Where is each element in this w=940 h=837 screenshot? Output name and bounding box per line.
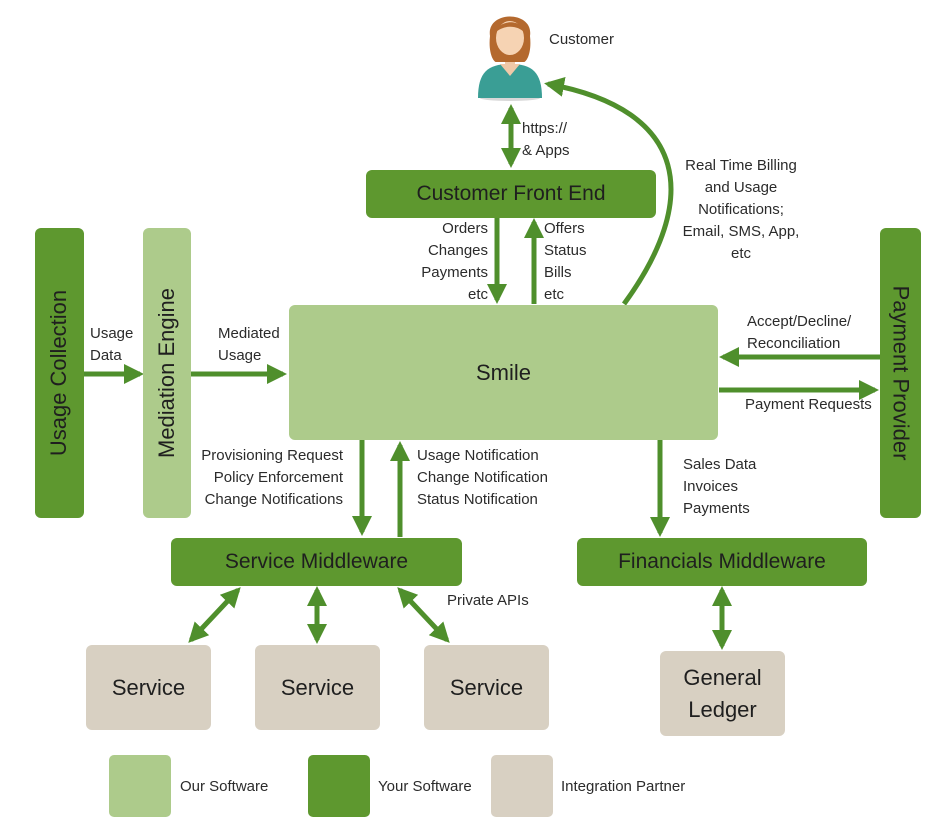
usage-collection-box: Usage Collection (35, 228, 84, 518)
provisioning-label: Provisioning Request Policy Enforcement … (201, 447, 343, 508)
link-label: https:// & Apps (522, 120, 570, 159)
mediation-engine-label: Mediation Engine (154, 287, 180, 459)
service-label: Service (449, 674, 524, 700)
legend-swatch-our-software (109, 755, 171, 817)
customer-front-end-box: Customer Front End (366, 170, 656, 218)
usage-data-label: Usage Data (90, 325, 134, 364)
general-ledger-label-line1: General (683, 664, 762, 690)
arrow-service-3 (397, 587, 450, 643)
legend-swatch-your-software (308, 755, 370, 817)
orders-label: Orders Changes Payments etc (421, 220, 488, 303)
service-label: Service (280, 674, 355, 700)
mediated-usage-label: Mediated Usage (218, 325, 280, 364)
accept-decline-label: Accept/Decline/ Reconciliation (747, 313, 852, 352)
mediation-engine-box: Mediation Engine (143, 228, 191, 518)
notification-label: Usage Notification Change Notification S… (417, 447, 548, 508)
service-box-2: Service (255, 645, 380, 730)
customer-label: Customer (549, 31, 615, 48)
service-label: Service (111, 674, 186, 700)
usage-collection-label: Usage Collection (46, 289, 72, 457)
legend-label-integration-partner: Integration Partner (561, 778, 686, 795)
arrow-service-1 (188, 587, 241, 643)
private-apis-label: Private APIs (447, 592, 529, 609)
realtime-billing-label: Real Time Billing and Usage Notification… (682, 157, 800, 262)
customer-front-end-label: Customer Front End (416, 182, 606, 205)
offers-label: Offers Status Bills etc (544, 220, 587, 303)
smile-label: Smile (475, 359, 531, 385)
payment-requests-label: Payment Requests (745, 396, 872, 413)
general-ledger-box: General Ledger (660, 651, 785, 736)
payment-provider-label: Payment Provider (888, 285, 914, 461)
sales-data-label: Sales Data Invoices Payments (683, 456, 757, 517)
service-middleware-box: Service Middleware (171, 538, 462, 586)
service-middleware-label: Service Middleware (224, 550, 409, 573)
service-box-3: Service (424, 645, 549, 730)
arrow-realtime-billing (544, 77, 674, 306)
customer-avatar-icon (478, 16, 542, 101)
financials-middleware-box: Financials Middleware (577, 538, 867, 586)
payment-provider-box: Payment Provider (880, 228, 921, 518)
service-box-1: Service (86, 645, 211, 730)
financials-middleware-label: Financials Middleware (618, 550, 826, 573)
smile-box: Smile (289, 305, 718, 440)
legend-label-your-software: Your Software (378, 778, 472, 795)
legend-label-our-software: Our Software (180, 778, 269, 795)
legend-swatch-integration-partner (491, 755, 553, 817)
general-ledger-label-line2: Ledger (688, 696, 757, 722)
